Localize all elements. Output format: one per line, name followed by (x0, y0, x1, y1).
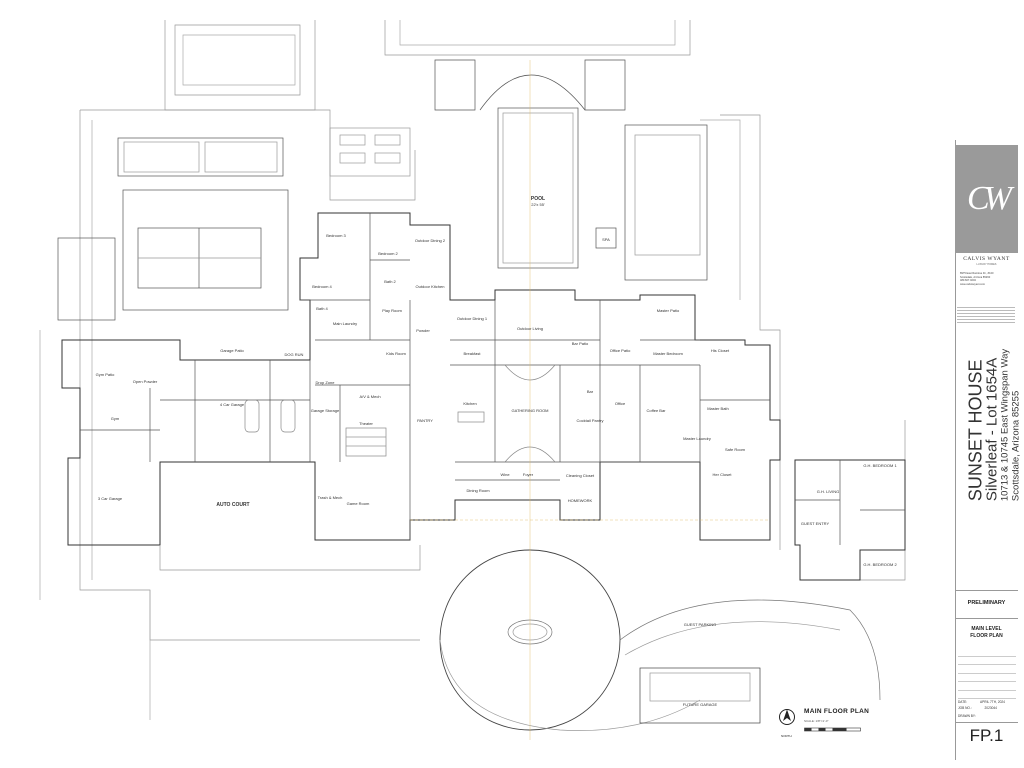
project-city: Scottsdale, Arizona 85255 (1010, 390, 1021, 502)
label-bedroom4: Bedroom 4 (312, 284, 332, 289)
firm-address-line: 8975 East Raintree Dr., #100 (960, 272, 994, 275)
status-badge: PRELIMINARY (967, 600, 1006, 606)
label-four-car-garage: 4 Car Garage (220, 402, 245, 407)
label-guest-entry: GUEST ENTRY (801, 521, 830, 526)
label-gh-bedroom1: G.H. BEDROOM 1 (863, 463, 897, 468)
label-main-laundry: Main Laundry (333, 321, 357, 326)
label-his-closet: His Closet (711, 348, 730, 353)
label-homework: HOMEWORK (568, 498, 593, 503)
label-bar-patio: Bar Patio (572, 341, 589, 346)
label-auto-court: AUTO COURT (216, 502, 249, 508)
divider (955, 590, 1018, 591)
project-lot: Silverleaf - Lot 1654A (983, 357, 1001, 502)
divider (955, 618, 1018, 619)
sheet-number: FP.1 (969, 726, 1004, 745)
scale-bar (804, 727, 861, 732)
label-pool-dim: 22'x 55' (531, 202, 545, 207)
label-outdoor-dining2: Outdoor Dining 2 (415, 238, 446, 243)
label-cleaning-closet: Cleaning Closet (566, 473, 595, 478)
label-gym: Gym (111, 416, 120, 421)
label-gym-patio: Gym Patio (96, 372, 115, 377)
job-row: JOB NO.: 2023044 (958, 706, 997, 710)
label-outdoor-dining1: Outdoor Dining 1 (457, 316, 488, 321)
label-master-laundry: Master Laundry (683, 436, 711, 441)
label-trash-mech: Trash & Mech (318, 495, 343, 500)
label-drop-zone: Drop Zone (316, 380, 336, 385)
date-label: DATE: (958, 700, 968, 704)
label-theater: Theater (359, 421, 373, 426)
label-bath4: Bath 4 (316, 306, 328, 311)
title-block (955, 140, 1019, 760)
label-breakfast: Breakfast (464, 351, 482, 356)
revision-table (958, 648, 1016, 699)
label-powder: Powder (416, 328, 430, 333)
cw-monogram-logo: CW (955, 145, 1018, 253)
label-kitchen: Kitchen (463, 401, 476, 406)
label-dog-run: DOG RUN (285, 352, 304, 357)
label-open-powder: Open Powder (133, 379, 158, 384)
general-notes (957, 305, 1015, 325)
label-spa: SPA (602, 237, 610, 242)
label-bath2: Bath 2 (384, 279, 396, 284)
sheet-title: MAIN LEVEL FLOOR PLAN (955, 626, 1018, 640)
label-her-closet: Her Closet (713, 472, 733, 477)
label-cocktail-pantry: Cocktail Pantry (577, 418, 604, 423)
drawn-row: DRAWN BY: (958, 714, 976, 718)
sheet-title-line1: MAIN LEVEL (971, 626, 1002, 632)
sheet-title-line2: FLOOR PLAN (970, 633, 1003, 639)
project-address: 10713 & 10745 East Wingspan Way (999, 348, 1011, 502)
drawing-title: MAIN FLOOR PLAN (804, 708, 870, 715)
project-title: SUNSET HOUSE (965, 359, 986, 502)
label-game-room: Game Room (347, 501, 370, 506)
label-safe-room: Safe Room (725, 447, 746, 452)
job-value: 2023044 (984, 706, 997, 710)
firm-website: www.calviswyant.com (960, 282, 986, 286)
label-play-room: Play Room (382, 308, 402, 313)
label-outdoor-kitchen: Outdoor Kitchen (416, 284, 445, 289)
north-label: NORTH (781, 734, 792, 738)
date-row: DATE: APRIL 7TH, 2024 (958, 700, 1005, 704)
drawn-label: DRAWN BY: (958, 714, 976, 718)
label-master-bath: Master Bath (707, 406, 729, 411)
project-info: SUNSET HOUSE Silverleaf - Lot 1654A 1071… (945, 330, 1024, 520)
label-master-bedroom: Master Bedroom (653, 351, 683, 356)
date-value: APRIL 7TH, 2024 (980, 700, 1005, 704)
label-garage-storage: Garage Storage (311, 408, 340, 413)
label-gh-bedroom2: G.H. BEDROOM 2 (863, 562, 897, 567)
drawing-scale: SCALE: 1/8"=1'-0" (804, 719, 829, 723)
label-pantry: PANTRY (417, 418, 433, 423)
label-gh-living: G.H. LIVING (817, 489, 839, 494)
label-future-garage: FUTURE GARAGE (683, 702, 718, 707)
label-office-patio: Office Patio (610, 348, 631, 353)
label-dining: Dining Room (466, 488, 490, 493)
label-outdoor-living: Outdoor Living (517, 326, 543, 331)
job-label: JOB NO.: (958, 706, 972, 710)
label-master-patio: Master Patio (657, 308, 680, 313)
firm-phone: 480.607.0204 (960, 279, 976, 283)
label-bedroom3: Bedroom 3 (326, 233, 346, 238)
north-arrow-icon (779, 709, 795, 725)
firm-tagline: LUXURY HOMES (976, 263, 997, 266)
label-three-car-garage: 3 Car Garage (98, 496, 123, 501)
label-foyer: Foyer (523, 472, 534, 477)
firm-address: 8975 East Raintree Dr., #100 Scottsdale,… (960, 272, 1012, 286)
label-wine: Wine (500, 472, 510, 477)
firm-name: CALVIS WYANT (963, 256, 1010, 262)
firm-address-line: Scottsdale, Arizona 85260 (960, 275, 991, 279)
label-pool: POOL (531, 196, 545, 202)
label-coffee-bar: Coffee Bar (646, 408, 666, 413)
label-kids-room: Kids Room (386, 351, 406, 356)
label-office: Office (615, 401, 626, 406)
label-bedroom2: Bedroom 2 (378, 251, 398, 256)
divider (955, 722, 1018, 723)
label-guest-parking: GUEST PARKING (684, 622, 717, 627)
label-garage-patio: Garage Patio (220, 348, 244, 353)
label-av-mech: A/V & Mech (359, 394, 380, 399)
label-bar: Bar (587, 389, 594, 394)
label-gathering: GATHERING ROOM (511, 408, 548, 413)
